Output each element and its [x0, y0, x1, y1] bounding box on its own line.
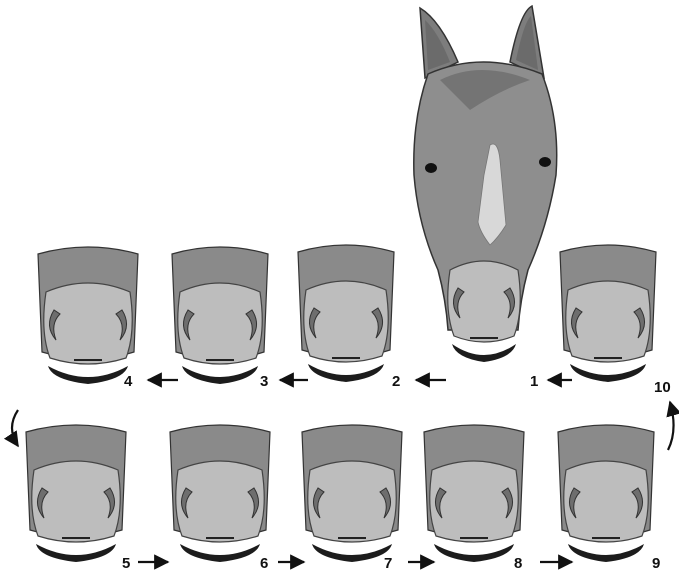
arrow-9-to-10: [668, 402, 674, 450]
frame-10: 10: [560, 245, 671, 396]
mouth: [182, 366, 258, 384]
left-eye: [425, 163, 437, 173]
frame-number-label: 7: [384, 555, 392, 572]
frame-number-label: 3: [260, 373, 268, 390]
frame-4: 4: [38, 247, 138, 390]
frame-8: 8: [424, 425, 524, 572]
muzzle-snout: [178, 283, 263, 364]
frame-number-label: 4: [124, 373, 133, 390]
right-eye: [539, 157, 551, 167]
frame-number-label: 10: [654, 379, 671, 396]
muzzle-snout: [44, 283, 133, 364]
frame-number-label: 9: [652, 555, 660, 572]
frame-number-label: 2: [392, 373, 400, 390]
frame-number-label: 1: [530, 373, 538, 390]
frame-2: 2: [298, 245, 400, 390]
frame-number-label: 5: [122, 555, 130, 572]
muzzle-snout: [430, 461, 519, 542]
frame-7: 7: [302, 425, 402, 572]
muzzle-snout: [564, 461, 649, 542]
frame-9: 9: [558, 425, 660, 572]
mouth: [312, 544, 392, 562]
mouth: [452, 344, 516, 362]
mouth: [434, 544, 514, 562]
muzzle-snout: [566, 281, 651, 362]
mouth: [568, 544, 644, 562]
frame-number-label: 8: [514, 555, 522, 572]
mouth: [48, 366, 128, 384]
frame-6: 6: [170, 425, 270, 572]
mouth: [36, 544, 116, 562]
frame-5: 5: [26, 425, 130, 572]
muzzle-snout: [304, 281, 389, 362]
frame-3: 3: [172, 247, 268, 390]
muzzle-snout: [32, 461, 121, 542]
muzzle-snout: [308, 461, 397, 542]
frame-number-label: 6: [260, 555, 268, 572]
mouth: [570, 364, 646, 382]
arrow-4-to-5: [12, 410, 18, 446]
muzzle-snout: [176, 461, 265, 542]
mouth: [180, 544, 260, 562]
mouth: [308, 364, 384, 382]
